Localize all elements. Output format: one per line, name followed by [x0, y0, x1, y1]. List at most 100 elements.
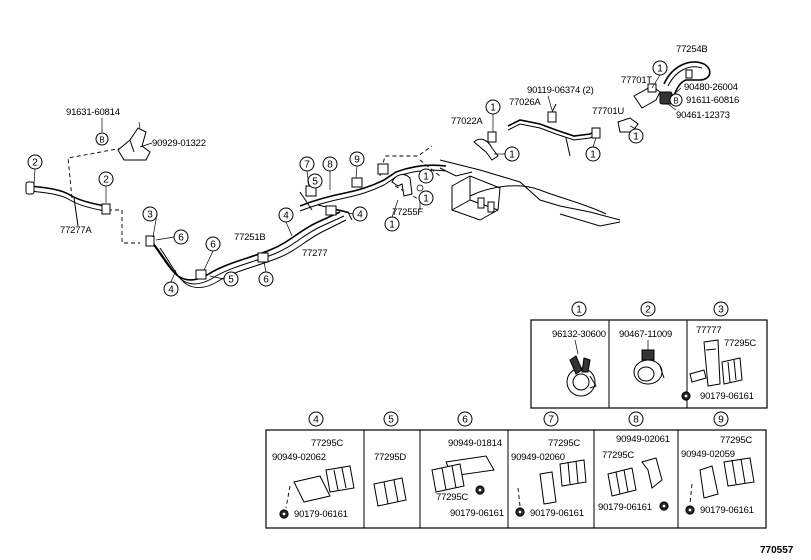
bracket-90929 — [117, 121, 153, 161]
label-77295d: 77295D — [374, 452, 406, 463]
hose-77255f — [391, 174, 424, 210]
callout-1: 1 — [423, 194, 429, 205]
label-77255f: 77255F — [392, 207, 423, 218]
callout-1: 1 — [509, 150, 515, 161]
callout-1: 1 — [490, 103, 496, 114]
diagram-code: 770557 — [760, 545, 794, 556]
svg-text:6: 6 — [462, 415, 468, 426]
svg-text:1: 1 — [576, 305, 582, 316]
callout-1: 1 — [423, 172, 429, 183]
detail-box-7: 7 77295C 90949-02060 90179-06161 — [511, 411, 587, 519]
clamp — [377, 163, 389, 175]
label-90179-06161: 90179-06161 — [598, 502, 652, 513]
svg-text:B: B — [99, 136, 104, 145]
marker-b-left: B — [95, 132, 109, 146]
label-90179-06161: 90179-06161 — [700, 391, 754, 402]
callout-8: 8 — [327, 160, 333, 171]
pipe-77251b — [149, 211, 347, 288]
callout-2: 2 — [32, 158, 38, 169]
label-77295c: 77295C — [720, 435, 752, 446]
detail-box-6: 6 90949-01814 77295C 90179-06161 — [431, 411, 504, 519]
svg-text:2: 2 — [645, 305, 651, 316]
label-90480-26004: 90480-26004 — [684, 82, 738, 93]
svg-text:4: 4 — [313, 415, 319, 426]
callout-5: 5 — [228, 275, 234, 286]
clamp — [257, 252, 269, 263]
pipe-77701t — [633, 83, 661, 109]
label-90467-11009: 90467-11009 — [619, 329, 672, 340]
main-callouts: 2 2 3 6 6 5 4 6 4 7 5 8 9 4 1 1 1 1 1 1 … — [27, 60, 668, 297]
detail-box-8: 8 90949-02061 77295C 90179-06161 — [598, 411, 670, 513]
label-77295c: 77295C — [311, 438, 343, 449]
label-77777: 77777 — [696, 325, 721, 336]
label-77277a: 77277A — [60, 225, 92, 236]
clamp — [101, 203, 111, 215]
callout-6: 6 — [178, 233, 184, 244]
label-91611-60816: 91611-60816 — [686, 95, 739, 106]
label-90929-01322: 90929-01322 — [152, 138, 206, 149]
callout-1: 1 — [389, 220, 395, 231]
clamp — [195, 269, 207, 280]
label-77295c: 77295C — [436, 492, 468, 503]
callout-2: 2 — [103, 175, 109, 186]
detail-row-bottom — [265, 429, 767, 529]
label-90179-06161: 90179-06161 — [450, 508, 504, 519]
label-77254b: 77254B — [676, 44, 708, 55]
label-90949-02059: 90949-02059 — [681, 449, 735, 460]
callout-4: 4 — [168, 285, 174, 296]
callout-1: 1 — [633, 132, 639, 143]
label-91631-60814: 91631-60814 — [66, 107, 120, 118]
label-77701t: 77701T — [621, 75, 652, 86]
label-90119-06374: 90119-06374 (2) — [527, 85, 594, 96]
canister-area — [419, 159, 621, 227]
label-77251b: 77251B — [234, 232, 266, 243]
label-90461-12373: 90461-12373 — [676, 110, 730, 121]
marker-b-right: B — [669, 93, 683, 107]
label-96132-30600: 96132-30600 — [552, 329, 606, 340]
svg-text:9: 9 — [718, 415, 724, 426]
label-77295c: 77295C — [724, 338, 756, 349]
callout-1: 1 — [590, 150, 596, 161]
svg-text:5: 5 — [388, 415, 394, 426]
label-77295c: 77295C — [548, 438, 580, 449]
callout-5: 5 — [312, 177, 318, 188]
callout-9: 9 — [354, 155, 360, 166]
label-90179-06161: 90179-06161 — [294, 509, 348, 520]
detail-box-4: 4 77295C 90949-02062 90179-06161 — [272, 411, 355, 520]
callout-3: 3 — [147, 210, 153, 221]
pipe-77701u — [591, 117, 639, 139]
detail-box-2: 2 90467-11009 — [619, 301, 672, 385]
label-77701u: 77701U — [592, 106, 624, 117]
svg-text:3: 3 — [718, 305, 724, 316]
svg-text:7: 7 — [548, 415, 554, 426]
clamp — [351, 177, 363, 188]
callout-4: 4 — [283, 211, 289, 222]
label-90949-02060: 90949-02060 — [511, 452, 565, 463]
label-77277: 77277 — [302, 248, 327, 259]
label-90949-01814: 90949-01814 — [448, 438, 502, 449]
detail-box-5: 5 77295D — [373, 411, 407, 507]
detail-box-1: 1 96132-30600 — [552, 301, 606, 397]
callout-1: 1 — [657, 64, 663, 75]
callout-7: 7 — [304, 160, 310, 171]
label-90179-06161: 90179-06161 — [530, 508, 584, 519]
label-77295c: 77295C — [602, 450, 634, 461]
label-90949-02061: 90949-02061 — [616, 434, 670, 445]
detail-box-9: 9 77295C 90949-02059 90179-06161 — [681, 411, 755, 516]
label-77022a: 77022A — [451, 116, 483, 127]
svg-text:B: B — [673, 97, 678, 106]
svg-text:8: 8 — [633, 415, 639, 426]
pipe-77022a — [473, 131, 499, 161]
callout-6: 6 — [263, 275, 269, 286]
pipe-77277a — [25, 181, 109, 227]
clamp — [145, 235, 155, 247]
label-90949-02062: 90949-02062 — [272, 452, 326, 463]
clamp — [325, 205, 337, 216]
label-90179-06161: 90179-06161 — [700, 505, 754, 516]
label-77026a: 77026A — [509, 97, 541, 108]
main-labels: 91631-60814 90929-01322 77277A 77251B 77… — [60, 44, 739, 259]
callout-4: 4 — [357, 210, 363, 221]
detail-box-3: 3 77777 77295C 90179-06161 — [681, 301, 757, 402]
callout-6: 6 — [210, 240, 216, 251]
